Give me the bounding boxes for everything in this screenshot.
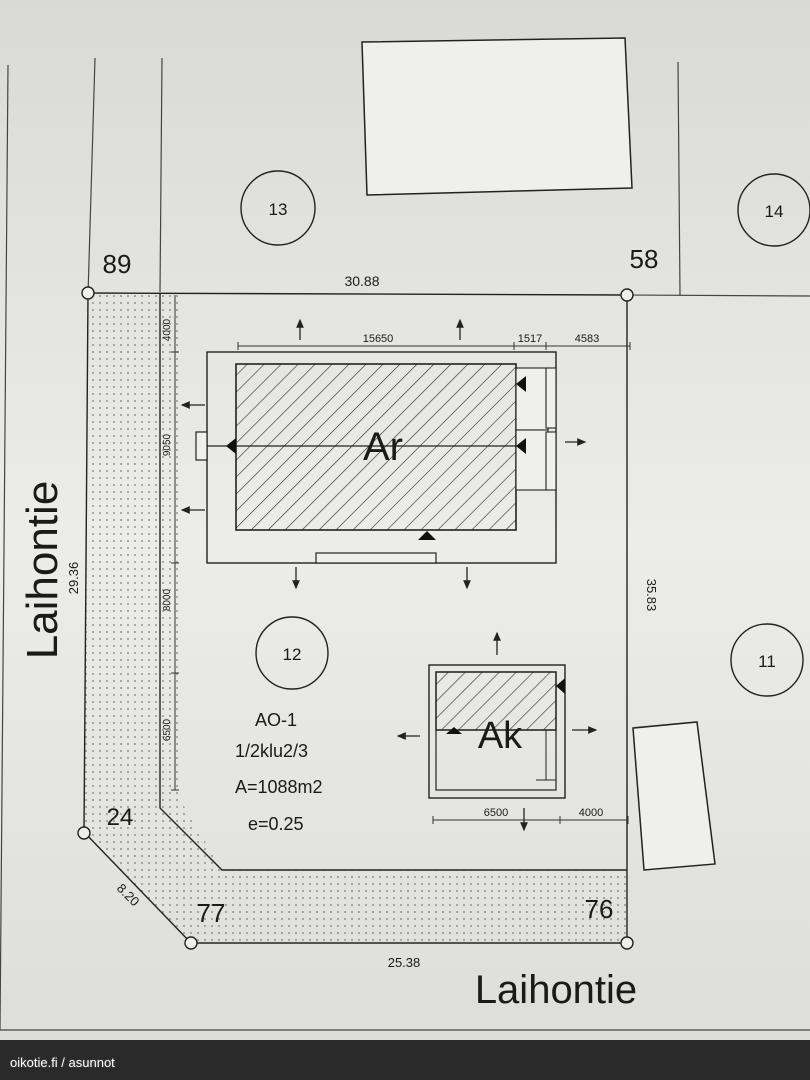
building-label-ak: Ak: [478, 715, 523, 757]
building-area-ak: [428, 664, 566, 799]
plot-number-13: 13: [269, 200, 288, 219]
dim-v-4000: 4000: [162, 318, 173, 341]
corner-marker-24: [77, 826, 91, 840]
dim-bottom: 25.38: [388, 955, 421, 970]
building-ak-footprint: [435, 671, 557, 731]
plot-number-11: 11: [758, 652, 776, 671]
efficiency-ratio: e=0.25: [248, 814, 304, 834]
watermark: oikotie.fi / asunnot: [10, 1055, 115, 1070]
dim-ak-gap: 4000: [579, 807, 603, 819]
building-ar-footprint: [235, 363, 517, 531]
plot-number-14: 14: [765, 202, 784, 221]
dim-main-width: 15650: [363, 333, 394, 345]
plot-circle-12: [255, 616, 329, 690]
dim-top: 30.88: [344, 273, 379, 289]
plot-circle-13: [240, 170, 316, 246]
dim-left: 29.36: [66, 562, 81, 595]
corner-marker-89: [81, 286, 95, 300]
dim-ak-width: 6500: [484, 807, 508, 819]
dim-v-6500: 6500: [162, 718, 173, 741]
street-name-left: Laihontie: [18, 481, 67, 660]
photo-bottom-edge: [0, 1040, 810, 1080]
plot-circle-14: [737, 173, 810, 247]
plot-circle-11: [730, 623, 804, 697]
building-ratio: 1/2klu2/3: [235, 741, 308, 761]
plot-number-12: 12: [283, 645, 302, 664]
dim-1517: 1517: [518, 333, 542, 345]
building-label-ar: Ar: [363, 425, 403, 469]
dim-4583: 4583: [575, 333, 599, 345]
zoning-code: AO-1: [255, 710, 297, 730]
corner-marker-58: [620, 288, 634, 302]
dim-right: 35.83: [644, 579, 659, 612]
dim-v-9050: 9050: [162, 433, 173, 456]
lot-area: A=1088m2: [235, 777, 323, 797]
lot-boundary: [83, 292, 628, 944]
dim-v-8000: 8000: [162, 588, 173, 611]
corner-label-76: 76: [585, 894, 614, 924]
corner-label-77: 77: [197, 898, 226, 928]
corner-marker-76: [620, 936, 634, 950]
corner-label-58: 58: [630, 244, 659, 274]
street-name-bottom: Laihontie: [475, 968, 637, 1012]
neighbor-building-right: [632, 721, 716, 871]
neighbor-building-top: [361, 37, 633, 196]
corner-label-24: 24: [107, 804, 134, 831]
corner-label-89: 89: [103, 249, 132, 279]
corner-marker-77: [184, 936, 198, 950]
dotted-strip: [84, 293, 628, 943]
